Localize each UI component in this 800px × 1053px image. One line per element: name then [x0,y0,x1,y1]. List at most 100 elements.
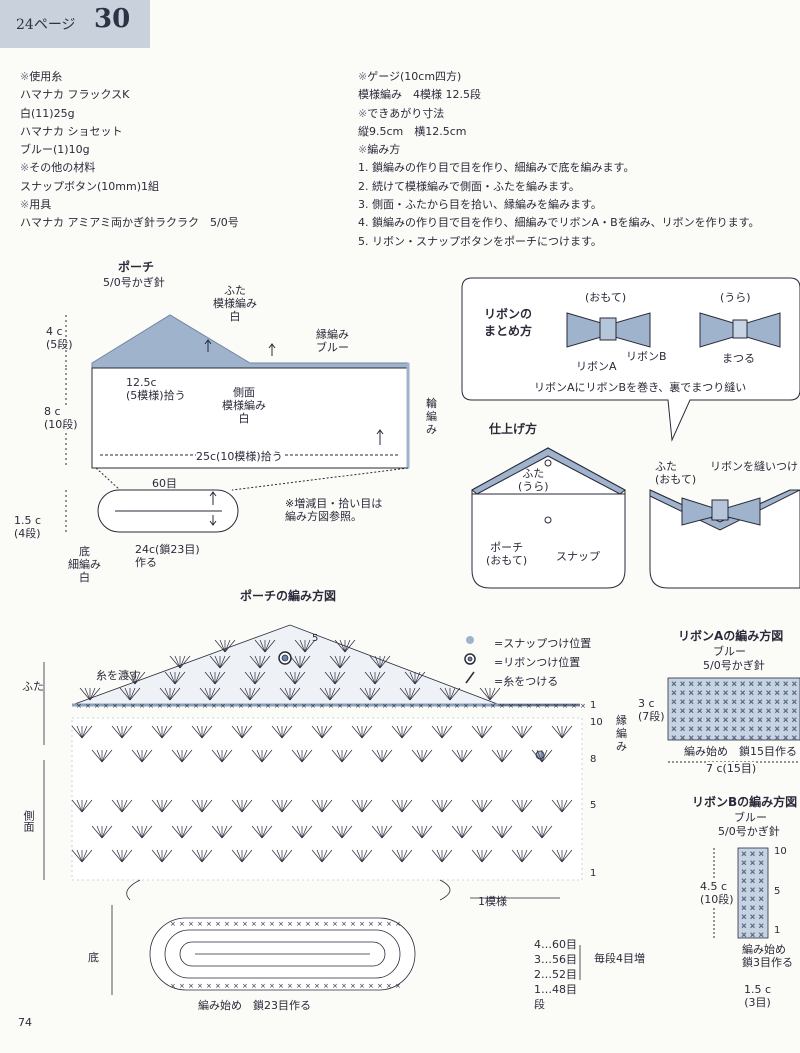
stitch-mark [521,725,533,739]
dim-top: 4 c(5段) [46,325,73,351]
stitch-mark [344,639,351,653]
sc-mark: × [377,920,383,928]
stitch-mark [361,799,368,813]
dim-bottom: 1.5 c(4段) [14,514,42,540]
sc-mark: × [386,920,392,928]
grid-mark: × [748,725,754,733]
grid-mark: × [750,931,756,939]
stitch-mark [321,799,328,813]
stitch-mark [151,725,163,739]
stitch-mark [214,671,221,685]
stitch-mark [431,849,443,863]
ribbon-a-height: 3 c(7段) [638,697,665,723]
grid-mark: × [774,689,780,697]
grid-mark: × [757,680,763,688]
stitch-mark [339,655,346,669]
stitch-mark [291,825,303,839]
stitch-mark [551,799,563,813]
sc-mark: × [341,920,347,928]
stitch-mark [344,639,356,653]
stitch-mark [174,671,181,685]
note: ※増減目・拾い目は編み方図参照。 [285,497,383,523]
grid-mark: × [697,689,703,697]
stitch-mark [124,687,131,701]
sew-ribbon-label: リボンを縫いつけ [710,460,798,473]
stitch-mark [219,655,231,669]
grid-mark: × [791,680,797,688]
stitch-mark [489,687,501,701]
grid-mark: × [783,698,789,706]
grid-mark: × [757,725,763,733]
grid-mark: × [705,698,711,706]
grid-mark: × [705,689,711,697]
sc-mark: × [301,702,307,710]
stitch-mark [281,725,288,739]
stitch-mark [361,799,373,813]
stitch-mark [179,655,186,669]
stitch-mark [201,799,213,813]
stitch-mark [161,799,173,813]
grid-mark: × [791,698,797,706]
stitch-mark [516,849,523,863]
stitch-mark [409,671,416,685]
sc-mark: × [197,920,203,928]
sc-mark: × [314,982,320,990]
grid-mark: × [783,707,789,715]
material-line: ※使用糸 [20,70,63,83]
grid-mark: × [714,698,720,706]
grid-mark: × [757,734,763,742]
stitch-mark [481,799,488,813]
stitch-mark [404,687,411,701]
stitch-mark [301,825,313,839]
stitch-mark [71,849,83,863]
stitch-mark [299,639,306,653]
grid-mark: × [741,868,747,876]
stitch-mark [261,825,268,839]
sc-mark: × [332,920,338,928]
grid-mark: × [748,689,754,697]
stitch-mark [334,639,346,653]
sc-mark: × [260,982,266,990]
sc-mark: × [121,702,127,710]
grid-mark: × [750,868,756,876]
stitch-mark [196,725,203,739]
pass-yarn-label: 糸を渡す [96,669,140,682]
stitch-mark [541,825,548,839]
stitch-mark [156,849,163,863]
stitch-mark [316,849,323,863]
stitch-mark [181,825,193,839]
grid-mark: × [680,707,686,715]
sc-mark: × [251,982,257,990]
stitch-mark [441,849,453,863]
stitch-mark [191,725,203,739]
note-mark: ※ [358,70,368,83]
stitch-mark [231,849,243,863]
stitch-mark [379,655,386,669]
grid-mark: × [774,725,780,733]
stitch-mark [471,799,483,813]
stitch-mark [244,687,251,701]
flap-front-label: ふた(おもて) [655,460,697,486]
stitch-mark [289,671,296,685]
stitch-mark [259,639,266,653]
stitch-mark [436,849,443,863]
stitch-mark [341,749,353,763]
stitch-mark [89,687,101,701]
stitch-mark [299,655,311,669]
stitch-mark [401,849,413,863]
stitch-mark [224,639,231,653]
stitch-mark [341,825,348,839]
sc-mark: × [305,920,311,928]
stitch-mark [556,725,563,739]
stitch-mark [219,655,226,669]
stitch-mark [374,671,386,685]
stitch-mark [201,725,208,739]
grid-mark: × [741,877,747,885]
grid-mark: × [688,707,694,715]
stitch-mark [329,655,341,669]
sc-mark: × [445,702,451,710]
stitch-mark [476,725,483,739]
stitch-mark [76,799,83,813]
sc-mark: × [490,702,496,710]
stitch-mark [116,725,123,739]
